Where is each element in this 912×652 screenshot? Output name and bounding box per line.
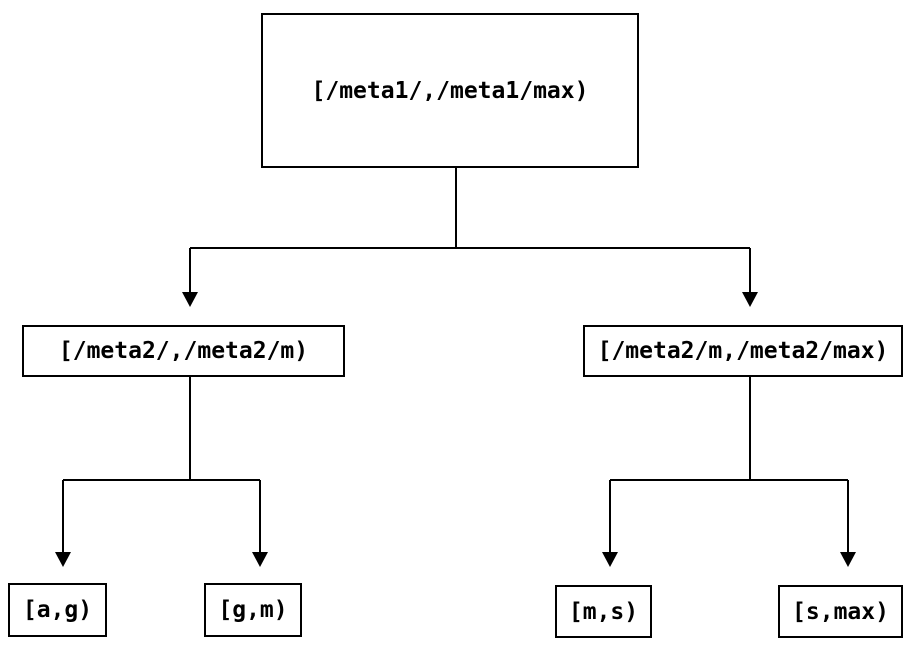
arrowhead-leaf-ag xyxy=(55,552,71,567)
tree-node-leaf-ms: [m,s) xyxy=(555,585,652,638)
tree-node-leaf-smax: [s,max) xyxy=(778,585,903,638)
tree-node-leaf-gm: [g,m) xyxy=(204,583,302,637)
arrowhead-right-child xyxy=(742,292,758,307)
tree-node-right-child: [/meta2/m,/meta2/max) xyxy=(583,325,903,377)
tree-node-root: [/meta1/,/meta1/max) xyxy=(261,13,639,168)
tree-node-leaf-ag: [a,g) xyxy=(8,583,107,637)
arrowhead-leaf-ms xyxy=(602,552,618,567)
arrowhead-leaf-gm xyxy=(252,552,268,567)
arrowhead-leaf-smax xyxy=(840,552,856,567)
connector-left-subtree xyxy=(55,377,268,567)
connector-right-subtree xyxy=(602,377,856,567)
arrowhead-left-child xyxy=(182,292,198,307)
connector-root-to-children xyxy=(182,168,758,307)
tree-node-left-child: [/meta2/,/meta2/m) xyxy=(22,325,345,377)
